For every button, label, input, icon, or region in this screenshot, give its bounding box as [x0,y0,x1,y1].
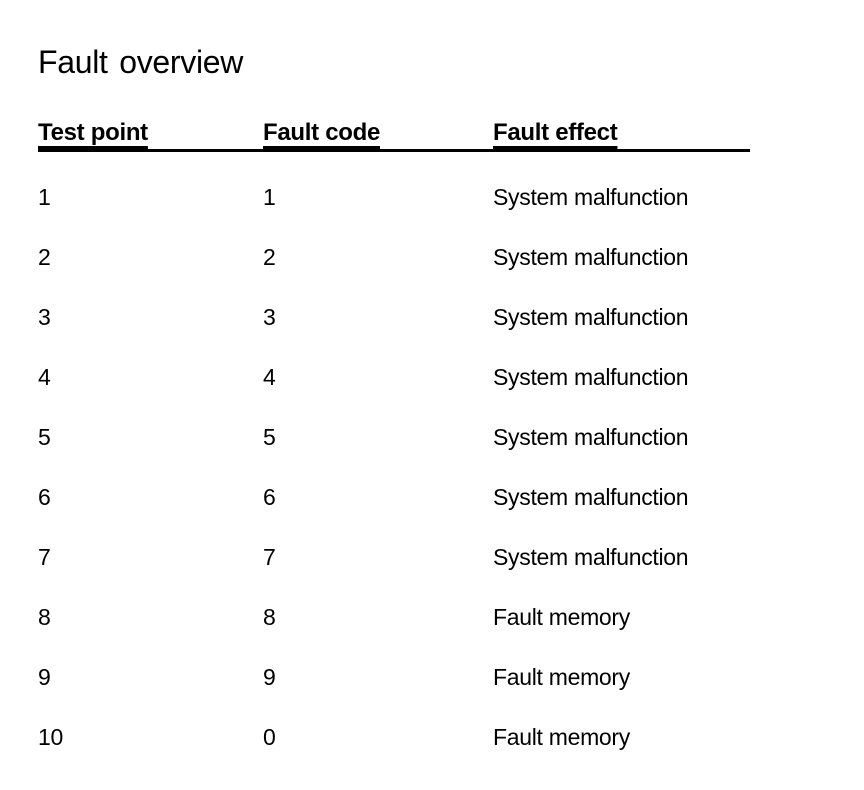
page-title: Fault overview [38,44,244,80]
cell-fault-effect: System malfunction [493,304,689,330]
cell-fault-code: 1 [263,184,276,210]
cell-fault-code: 5 [263,424,276,450]
cell-test-point: 4 [38,364,51,390]
table-row: 2 2 System malfunction [38,244,750,305]
cell-fault-effect: System malfunction [493,184,689,210]
cell-fault-code: 4 [263,364,276,390]
table-row: 7 7 System malfunction [38,544,750,605]
table-row: 3 3 System malfunction [38,304,750,365]
cell-test-point: 1 [38,184,51,210]
cell-test-point: 6 [38,484,51,510]
cell-test-point: 9 [38,664,51,690]
document-page: Fault overview Test point Fault code Fau… [0,46,864,790]
cell-test-point: 5 [38,424,51,450]
table-row: 1 1 System malfunction [38,184,750,245]
cell-fault-effect: System malfunction [493,244,689,270]
table-row: 10 0 Fault memory [38,724,750,785]
cell-test-point: 10 [38,724,63,750]
column-header-fault-code: Fault code [263,119,381,146]
cell-fault-code: 7 [263,544,276,570]
cell-fault-code: 0 [263,724,276,750]
cell-fault-effect: Fault memory [493,604,630,630]
column-header-fault-effect: Fault effect [493,119,618,146]
table-row: 4 4 System malfunction [38,364,750,425]
cell-fault-code: 3 [263,304,276,330]
table-row: 6 6 System malfunction [38,484,750,545]
table-row: 8 8 Fault memory [38,604,750,665]
table-header-row: Test point Fault code Fault effect [38,121,750,152]
cell-fault-effect: System malfunction [493,484,689,510]
cell-fault-code: 8 [263,604,276,630]
cell-fault-effect: System malfunction [493,544,689,570]
cell-test-point: 2 [38,244,51,270]
cell-fault-code: 2 [263,244,276,270]
column-header-test-point: Test point [38,119,148,146]
cell-fault-code: 6 [263,484,276,510]
cell-fault-effect: Fault memory [493,724,630,750]
cell-test-point: 8 [38,604,51,630]
cell-test-point: 3 [38,304,51,330]
cell-test-point: 7 [38,544,51,570]
table-row: 9 9 Fault memory [38,664,750,725]
cell-fault-code: 9 [263,664,276,690]
table-row: 5 5 System malfunction [38,424,750,485]
cell-fault-effect: Fault memory [493,664,630,690]
cell-fault-effect: System malfunction [493,424,689,450]
cell-fault-effect: System malfunction [493,364,689,390]
